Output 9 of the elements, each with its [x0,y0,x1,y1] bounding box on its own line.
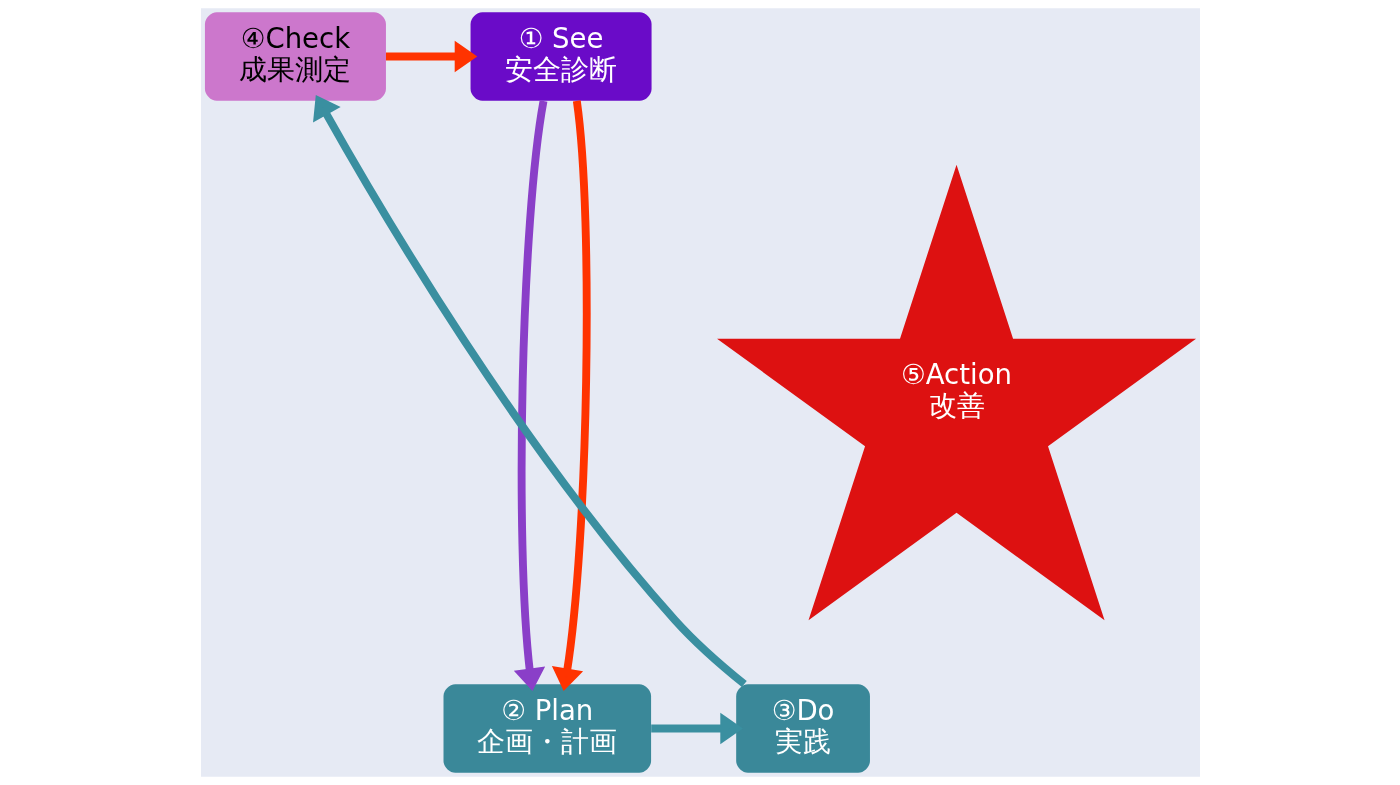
node-box: ① See 安全診断 [470,12,652,101]
arrow [513,100,547,691]
arrow [312,95,747,688]
arrow [385,40,477,73]
node-box: ④Check 成果測定 [204,12,386,101]
arrow [551,100,591,691]
node-box: ② Plan 企画・計画 [443,684,651,773]
node-box: ③Do 実践 [735,684,870,773]
arrow [650,712,743,745]
